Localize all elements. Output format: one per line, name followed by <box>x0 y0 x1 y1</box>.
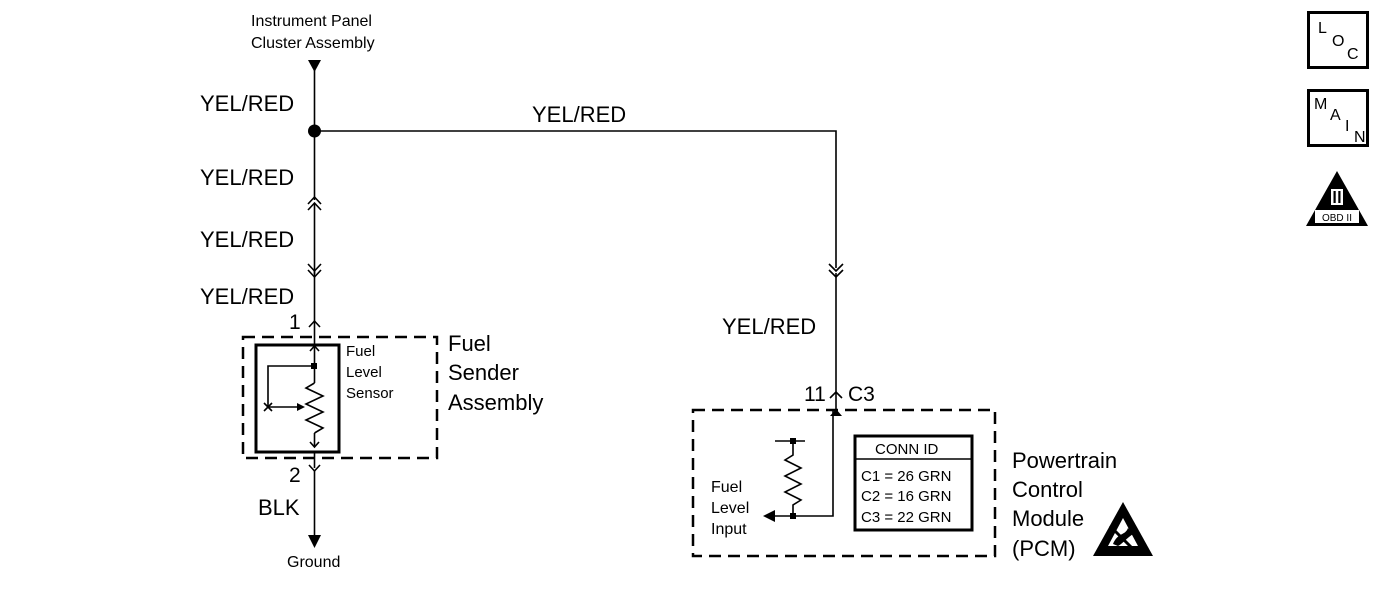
main-letter: M <box>1314 96 1328 113</box>
loc-icon[interactable]: L O C <box>1307 11 1369 69</box>
wire-color-mid3: YEL/RED <box>200 284 294 309</box>
pcm-label-line2: Control <box>1012 477 1083 502</box>
pcm-internal-resistor <box>763 438 805 522</box>
pcm-connector-label: C3 <box>848 383 875 406</box>
pcm-label-line4: (PCM) <box>1012 536 1076 561</box>
wire-color-top: YEL/RED <box>200 91 294 116</box>
fuel-sender-box <box>241 335 439 460</box>
wire-color-mid1: YEL/RED <box>200 165 294 190</box>
loc-letter: C <box>1347 46 1359 63</box>
ground-arrow <box>308 535 321 548</box>
ground-wire-color: BLK <box>258 495 300 520</box>
sensor-label-line1: Fuel <box>346 343 375 360</box>
fuel-level-input-line3: Input <box>711 521 747 538</box>
conn-id-title: CONN ID <box>875 441 939 458</box>
esd-warning-icon <box>1093 502 1153 556</box>
ipc-label-line1: Instrument Panel <box>251 13 372 30</box>
branch-circuit <box>314 130 997 558</box>
conn-id-table <box>853 434 974 532</box>
wire-color-mid2: YEL/RED <box>200 227 294 252</box>
loc-letter: L <box>1318 20 1327 37</box>
fuel-level-input-line2: Level <box>711 500 749 517</box>
wire-color-branch: YEL/RED <box>532 102 626 127</box>
fuel-level-input-line1: Fuel <box>711 479 742 496</box>
fuel-level-sensor-box <box>254 343 341 454</box>
ipc-arrow <box>308 60 321 72</box>
wire-color-right: YEL/RED <box>722 314 816 339</box>
loc-letter: O <box>1332 33 1345 50</box>
pcm-label-line3: Module <box>1012 506 1084 531</box>
pcm-pin-label: 11 <box>804 383 826 406</box>
ground-label: Ground <box>287 554 340 571</box>
sensor-label-line2: Level <box>346 364 382 381</box>
main-letter: I <box>1345 118 1350 135</box>
conn-id-row: C3 = 22 GRN <box>861 509 951 526</box>
main-letter: N <box>1354 129 1366 146</box>
sender-label-line1: Fuel <box>448 331 491 356</box>
pcm-label-line1: Powertrain <box>1012 448 1117 473</box>
left-circuit <box>241 60 439 548</box>
conn-id-row: C2 = 16 GRN <box>861 488 951 505</box>
main-icon[interactable]: M A I N <box>1307 89 1369 147</box>
obd-ii-text: OBD II <box>1322 213 1352 224</box>
labels: Instrument Panel Cluster Assembly YEL/RE… <box>200 13 1117 571</box>
obd-ii-icon: OBD II <box>1306 171 1368 226</box>
sender-pin1-label: 1 <box>289 311 301 334</box>
sender-pin2-label: 2 <box>289 464 301 487</box>
sender-label-line3: Assembly <box>448 390 543 415</box>
sender-label-line2: Sender <box>448 360 519 385</box>
main-letter: A <box>1330 107 1341 124</box>
ipc-label-line2: Cluster Assembly <box>251 35 375 52</box>
pcm-box <box>691 408 997 558</box>
variable-resistor-symbol <box>263 344 325 449</box>
sensor-label-line3: Sensor <box>346 385 394 402</box>
conn-id-row: C1 = 26 GRN <box>861 468 951 485</box>
